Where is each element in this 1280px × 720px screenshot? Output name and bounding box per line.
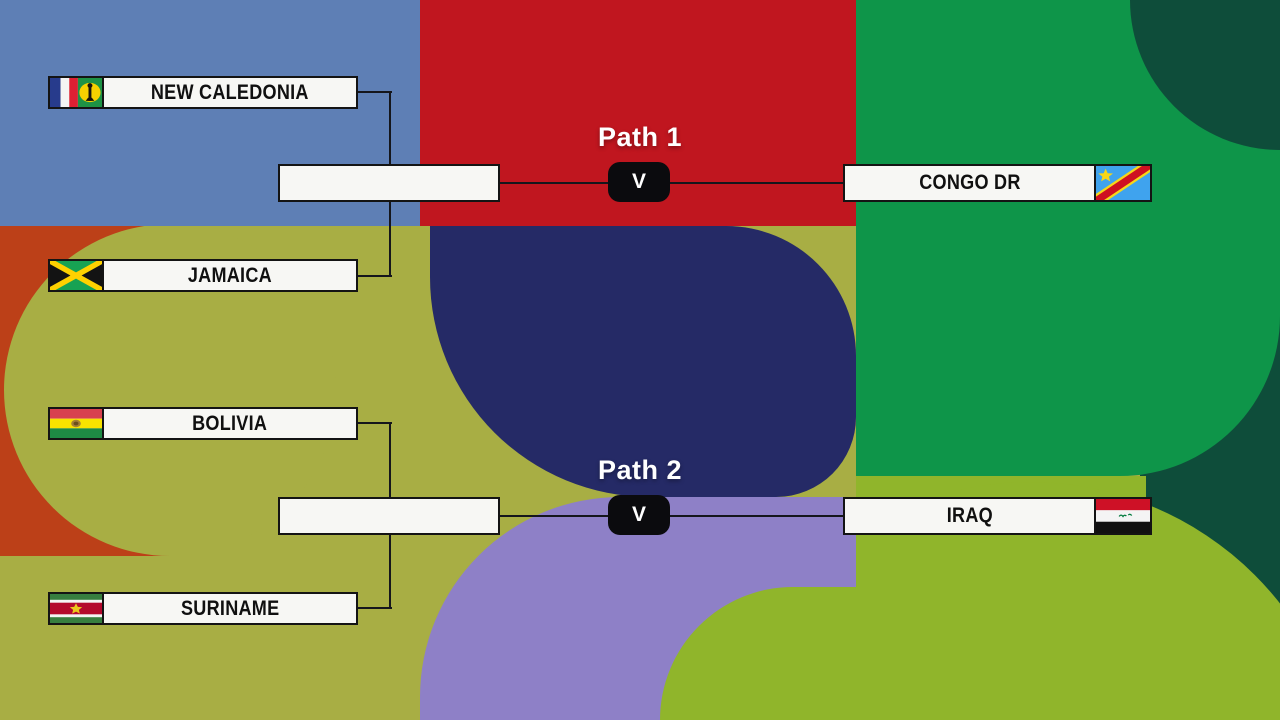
team-box-iraq: IRAQ xyxy=(843,497,1152,535)
team-name: IRAQ xyxy=(946,504,993,527)
connector-path1-home xyxy=(356,91,392,93)
congo-dr-flag-icon xyxy=(1094,166,1150,200)
suriname-flag-icon xyxy=(50,594,104,623)
jamaica-flag-icon xyxy=(50,261,104,290)
path-1-label: Path 1 xyxy=(597,122,683,152)
connector-path2-home xyxy=(356,422,392,424)
path-2-label: Path 2 xyxy=(597,455,683,485)
winner-placeholder xyxy=(280,499,498,533)
team-name: NEW CALEDONIA xyxy=(151,80,309,104)
path-2-versus-badge: V xyxy=(608,495,670,535)
team-name: JAMAICA xyxy=(187,263,273,287)
team-box-congo-dr: CONGO DR xyxy=(843,164,1152,202)
team-box-suriname: SURINAME xyxy=(48,592,358,625)
connector-path2-final xyxy=(498,515,845,517)
winner-box-path-2 xyxy=(278,497,500,535)
winner-box-path-1 xyxy=(278,164,500,202)
path-1-versus-badge: V xyxy=(608,162,670,202)
path-1-versus-letter: V xyxy=(631,170,646,193)
connector-path1-away xyxy=(356,275,392,277)
team-box-new-caledonia: NEW CALEDONIA xyxy=(48,76,358,109)
bolivia-flag-icon xyxy=(50,409,104,438)
team-box-jamaica: JAMAICA xyxy=(48,259,358,292)
connector-path1-final xyxy=(498,182,845,184)
new-caledonia-flag-icon xyxy=(50,78,104,107)
team-name: CONGO DR xyxy=(918,171,1021,194)
path-2-versus-letter: V xyxy=(631,503,646,526)
team-box-bolivia: BOLIVIA xyxy=(48,407,358,440)
team-name: SURINAME xyxy=(180,596,280,620)
connector-path2-away xyxy=(356,607,392,609)
iraq-flag-icon xyxy=(1094,499,1150,533)
winner-placeholder xyxy=(280,166,498,200)
team-name: BOLIVIA xyxy=(192,411,268,435)
